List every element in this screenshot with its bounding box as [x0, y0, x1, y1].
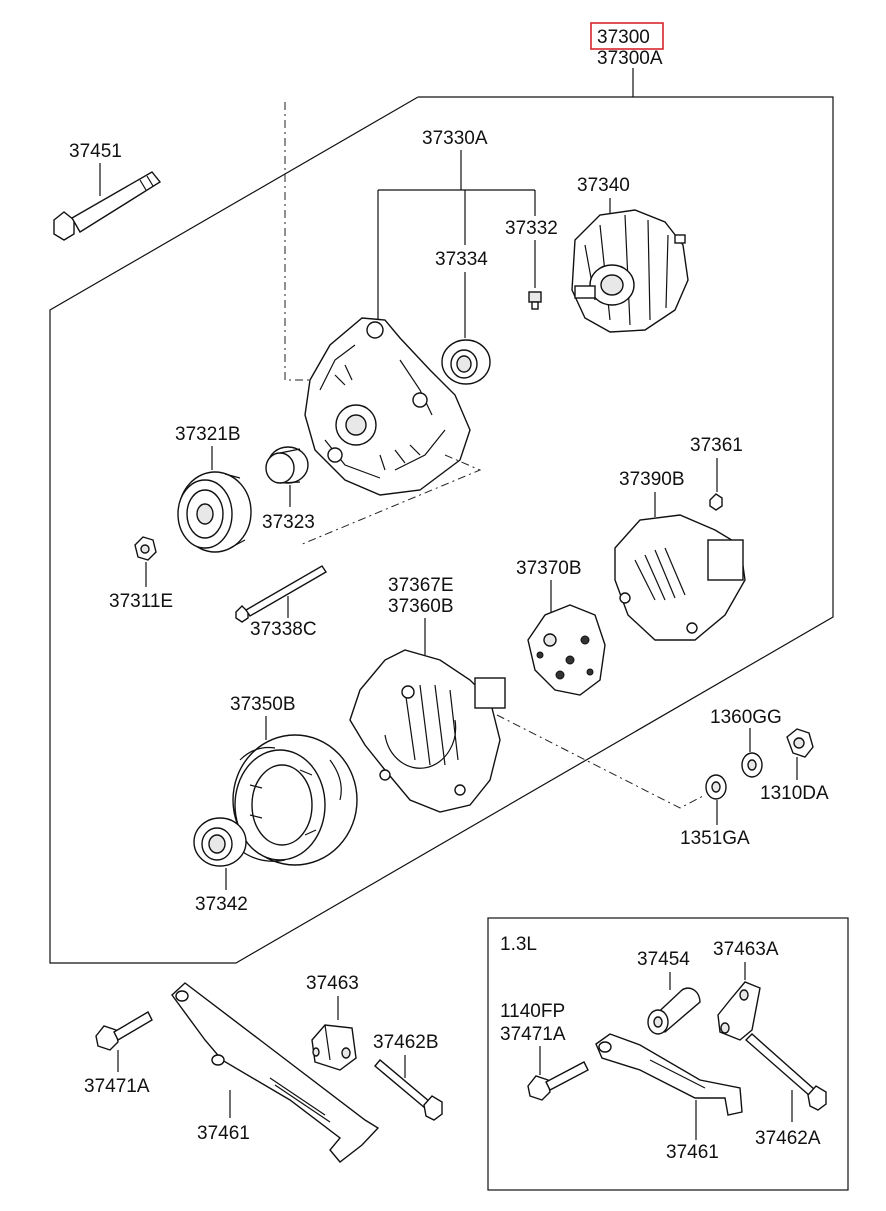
label-37451[interactable]: 37451 — [69, 141, 122, 162]
label-37332[interactable]: 37332 — [505, 218, 558, 239]
label-37300A[interactable]: 37300A — [597, 48, 663, 69]
block-37463 — [311, 1024, 357, 1071]
inset-label-1140FP[interactable]: 1140FP — [500, 1001, 565, 1022]
inset-title[interactable]: 1.3L — [500, 934, 537, 955]
label-37300[interactable]: 37300 — [597, 27, 650, 48]
label-37321B[interactable]: 37321B — [175, 424, 241, 445]
label-37360B[interactable]: 37360B — [388, 596, 454, 617]
inset-label-37463A[interactable]: 37463A — [713, 939, 779, 960]
nut-1310DA — [786, 728, 814, 758]
rear-housing-37360B — [349, 649, 506, 813]
label-37463[interactable]: 37463 — [306, 973, 359, 994]
label-37338C[interactable]: 37338C — [250, 619, 317, 640]
inset-label-37462A[interactable]: 37462A — [755, 1128, 821, 1149]
bolt-37462B — [374, 1059, 443, 1121]
bracket-37461 — [171, 982, 380, 1163]
label-37330A[interactable]: 37330A — [422, 128, 488, 149]
bolt-37471A — [95, 1011, 153, 1051]
inset-bracket-37463A — [717, 981, 761, 1041]
label-37361[interactable]: 37361 — [690, 435, 743, 456]
inset-bolt-37462A — [744, 1033, 827, 1111]
front-housing-37330A — [304, 317, 471, 496]
bolt-37451 — [53, 171, 162, 241]
screw-37332 — [528, 291, 542, 310]
label-37471A[interactable]: 37471A — [84, 1076, 150, 1097]
label-37370B[interactable]: 37370B — [516, 558, 582, 579]
washer-1351GA — [705, 774, 727, 800]
label-37462B[interactable]: 37462B — [373, 1032, 439, 1053]
stator-37350B — [232, 734, 358, 866]
inset-1-3L-frame — [487, 917, 849, 1191]
bearing-37334 — [441, 339, 491, 385]
rear-cover-37390B — [614, 514, 746, 641]
label-1310DA[interactable]: 1310DA — [760, 783, 829, 804]
inset-label-37454[interactable]: 37454 — [637, 949, 690, 970]
label-1351GA[interactable]: 1351GA — [680, 828, 750, 849]
label-37342[interactable]: 37342 — [195, 894, 248, 915]
label-37311E[interactable]: 37311E — [109, 591, 173, 612]
label-37350B[interactable]: 37350B — [230, 694, 296, 715]
pulley-37321B — [177, 471, 252, 553]
inset-bracket-37461 — [595, 1033, 743, 1116]
label-37323[interactable]: 37323 — [262, 512, 315, 533]
label-37367E[interactable]: 37367E — [388, 575, 454, 596]
bolt-37338C — [235, 565, 327, 623]
nut-37311E — [134, 536, 157, 561]
nut-37361 — [709, 493, 723, 511]
spacer-37323 — [265, 446, 309, 484]
inset-label-37471A[interactable]: 37471A — [500, 1024, 566, 1045]
label-37390B[interactable]: 37390B — [619, 469, 685, 490]
rectifier-37370B — [527, 604, 606, 696]
label-1360GG[interactable]: 1360GG — [710, 707, 782, 728]
inset-spacer-37454 — [647, 987, 701, 1035]
inset-bolt-37471A — [527, 1061, 589, 1101]
assembly-frame — [49, 96, 834, 964]
inset-label-37461[interactable]: 37461 — [666, 1142, 719, 1163]
washer-1360GG — [741, 752, 763, 778]
bearing-37342 — [193, 817, 247, 867]
label-37461[interactable]: 37461 — [197, 1123, 250, 1144]
highlight-box — [590, 22, 664, 50]
rotor-37340 — [571, 209, 689, 333]
label-37340[interactable]: 37340 — [577, 175, 630, 196]
label-37334[interactable]: 37334 — [435, 249, 488, 270]
